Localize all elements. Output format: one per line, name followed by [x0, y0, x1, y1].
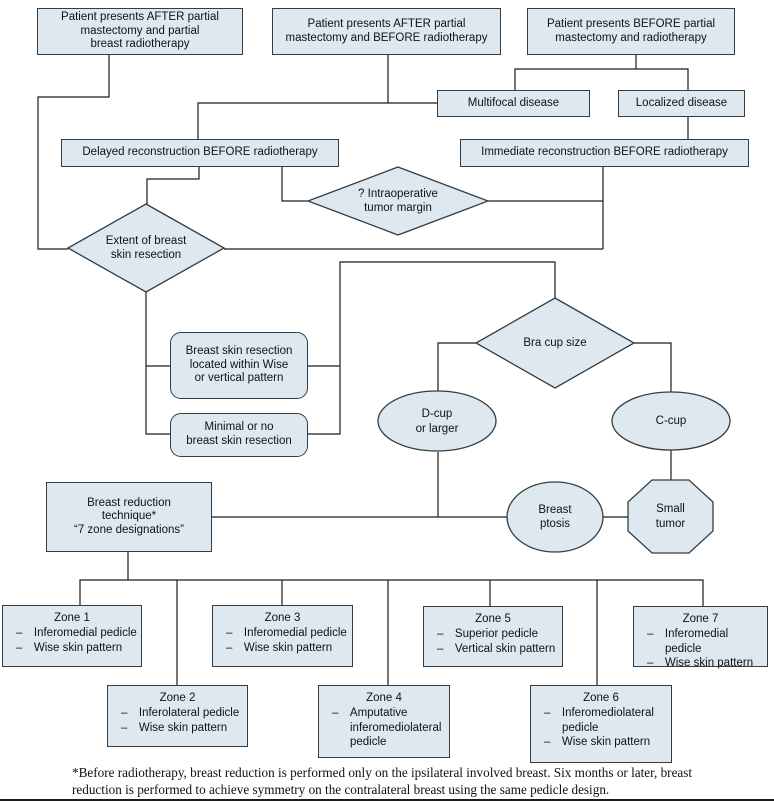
node-multifocal-disease: Multifocal disease [437, 90, 590, 117]
zone-bullet: – Inferomedial pedicle [647, 627, 729, 655]
connector [437, 342, 476, 391]
zone-2-box: Zone 2 – Inferolateral pedicle – Wise sk… [107, 685, 248, 747]
zone-bullet: – Inferomediolateral pedicle [544, 706, 654, 734]
zone-title: Zone 7 [682, 613, 719, 625]
node-after-mastectomy-after-radiotherapy: Patient presents AFTER partial mastectom… [37, 8, 243, 55]
zone-3-box: Zone 3 – Inferomedial pedicle – Wise ski… [212, 605, 353, 667]
extent-skin-resection-diamond [66, 203, 226, 293]
decision-shapes [66, 166, 731, 554]
node-breast-reduction-technique: Breast reduction technique* “7 zone desi… [46, 482, 212, 552]
zone-bullet: – Inferomedial pedicle [226, 626, 347, 639]
d-cup-ellipse [377, 390, 497, 452]
zone-7-box: Zone 7 – Inferomedial pedicle – Wise ski… [633, 606, 768, 669]
intraoperative-margin-diamond [306, 166, 490, 236]
breast-ptosis-ellipse [506, 481, 604, 553]
zone-bullet: – Superior pedicle [437, 627, 539, 640]
zone-4-box: Zone 4 – Amputative inferomediolateral p… [318, 685, 450, 758]
bottom-page-rule [0, 799, 774, 801]
zone-bullet: – Wise skin pattern [121, 721, 228, 734]
zone-title: Zone 5 [475, 613, 511, 625]
node-minimal-skin-resection: Minimal or no breast skin resection [170, 413, 308, 457]
zone-1-box: Zone 1 – Inferomedial pedicle – Wise ski… [2, 605, 142, 667]
zone-title: Zone 3 [264, 612, 301, 624]
zone-bullet: – Inferolateral pedicle [121, 706, 240, 719]
zone-bullet: – Wise skin pattern [16, 641, 123, 654]
zone-bullet: – Wise skin pattern [544, 736, 651, 749]
connector [281, 167, 308, 202]
zone-title: Zone 2 [159, 692, 196, 704]
connector [634, 342, 672, 392]
connector [197, 102, 437, 139]
zone-title: Zone 6 [583, 692, 619, 704]
zone-bullet: – Wise skin pattern [647, 657, 754, 670]
connector [514, 68, 689, 90]
c-cup-ellipse [611, 391, 731, 451]
zone-5-box: Zone 5 – Superior pedicle – Vertical ski… [423, 606, 563, 667]
node-wise-vertical-pattern: Breast skin resection located within Wis… [170, 332, 308, 399]
small-tumor-octagon [627, 479, 714, 554]
node-localized-disease: Localized disease [618, 90, 745, 117]
node-after-mastectomy-before-radiotherapy: Patient presents AFTER partial mastectom… [272, 8, 501, 55]
node-immediate-reconstruction: Immediate reconstruction BEFORE radiothe… [460, 139, 749, 167]
zone-6-box: Zone 6 – Inferomediolateral pedicle – Wi… [530, 685, 672, 763]
zone-bullet: – Amputative inferomediolateral pedicle [332, 706, 442, 749]
connector-lines [37, 55, 704, 685]
connector [146, 167, 200, 204]
node-delayed-reconstruction: Delayed reconstruction BEFORE radiothera… [61, 139, 339, 167]
connector [308, 261, 556, 435]
node-before-mastectomy-and-radiotherapy: Patient presents BEFORE partial mastecto… [527, 8, 735, 55]
zone-title: Zone 1 [54, 612, 90, 624]
connector [37, 55, 110, 250]
zone-title: Zone 4 [366, 692, 402, 704]
zone-bullet: – Inferomedial pedicle [16, 626, 137, 639]
connector [145, 292, 170, 435]
footnote-text: *Before radiotherapy, breast reduction i… [72, 765, 693, 797]
bra-cup-size-diamond [474, 297, 636, 389]
zone-bullet: – Wise skin pattern [226, 641, 333, 654]
connector [79, 579, 704, 606]
zone-bullet: – Vertical skin pattern [437, 642, 556, 655]
